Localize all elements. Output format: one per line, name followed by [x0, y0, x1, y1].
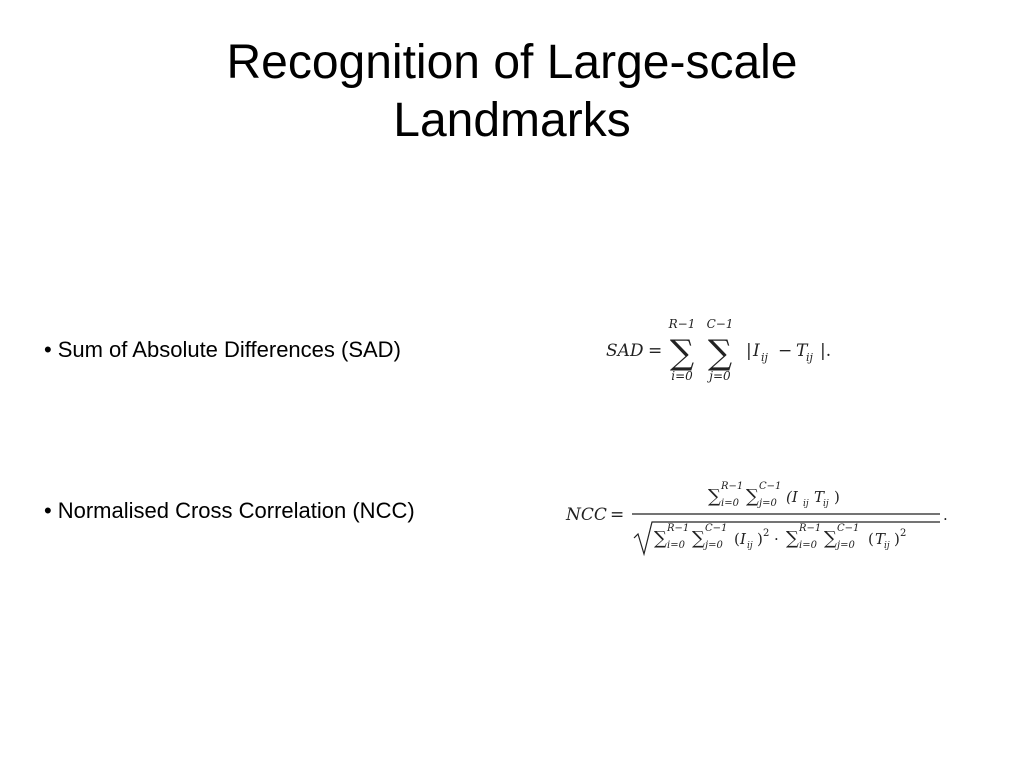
den-T-sub: ij: [884, 541, 890, 551]
den-lower-i-2: i=0: [799, 540, 818, 551]
num-I-sub: ij: [803, 499, 809, 509]
abs-close: |.: [820, 341, 831, 361]
title-line-1: Recognition of Large-scale: [226, 36, 798, 89]
num-upper-C: C−1: [759, 481, 781, 492]
sad-I: I: [752, 341, 760, 361]
bullet-marker: •: [44, 337, 52, 362]
num-close: ): [834, 488, 840, 506]
den-sq-2: 2: [900, 528, 906, 539]
num-T: T: [814, 488, 825, 506]
den-lower-i-1: i=0: [667, 540, 686, 551]
num-lower-i: i=0: [721, 498, 740, 509]
abs-open: |: [746, 341, 752, 361]
bullet-marker: •: [44, 498, 52, 523]
num-T-sub: ij: [823, 499, 829, 509]
bullet-ncc: •Normalised Cross Correlation (NCC): [44, 498, 415, 524]
num-I: (I: [786, 488, 799, 506]
sum-j-sigma: ∑: [708, 333, 732, 373]
den-open-1: (: [734, 530, 740, 548]
sum-j-lower: j=0: [706, 369, 731, 383]
title-line-2: Landmarks: [393, 94, 631, 147]
den-sigma-j-2: ∑: [824, 528, 837, 549]
bullet-text: Normalised Cross Correlation (NCC): [57, 498, 415, 523]
den-upper-R-1: R−1: [666, 523, 689, 534]
den-I: I: [739, 530, 747, 548]
den-sq-1: 2: [763, 528, 769, 539]
den-sigma-j-1: ∑: [692, 528, 705, 549]
den-sigma-i-1: ∑: [654, 528, 667, 549]
den-upper-C-2: C−1: [837, 523, 859, 534]
ncc-lhs: NCC: [565, 505, 607, 525]
den-upper-R-2: R−1: [798, 523, 821, 534]
sad-T-sub: ij: [806, 351, 814, 364]
den-I-sub: ij: [747, 541, 753, 551]
ncc-denominator: ∑ R−1 i=0 ∑ C−1 j=0 ( I ij ) 2 · ∑ R−1 i…: [633, 521, 940, 557]
bullet-sad: •Sum of Absolute Differences (SAD): [44, 337, 401, 363]
sum-i-lower: i=0: [671, 369, 693, 383]
sqrt-radical: [633, 521, 940, 557]
den-open-2: (: [868, 530, 874, 548]
den-sigma-i-2: ∑: [786, 528, 799, 549]
num-lower-j: j=0: [757, 498, 777, 509]
sad-minus: −: [778, 341, 792, 361]
den-lower-j-2: j=0: [835, 540, 855, 551]
sad-lhs: SAD: [606, 341, 644, 361]
num-upper-R: R−1: [720, 481, 743, 492]
sum-i-upper: R−1: [668, 317, 696, 331]
bullet-text: Sum of Absolute Differences (SAD): [57, 337, 401, 362]
slide-title: Recognition of Large-scale Landmarks: [80, 34, 944, 150]
ncc-equals: =: [610, 505, 624, 525]
num-sigma-j: ∑: [746, 486, 759, 507]
sad-formula: SAD = R−1 ∑ i=0 C−1 ∑ j=0 | I ij − T ij …: [606, 317, 831, 383]
den-lower-j-1: j=0: [703, 540, 723, 551]
sum-i-sigma: ∑: [670, 333, 694, 373]
ncc-numerator: ∑ R−1 i=0 ∑ C−1 j=0 (I ij T ij ): [708, 481, 840, 509]
den-T: T: [875, 530, 886, 548]
den-close-2: ): [894, 530, 900, 548]
sad-equals: =: [648, 341, 662, 361]
den-upper-C-1: C−1: [705, 523, 727, 534]
sad-I-sub: ij: [761, 351, 769, 364]
ncc-formula: NCC = ∑ R−1 i=0 ∑ C−1 j=0 (I ij T ij ) ∑…: [565, 481, 948, 557]
num-sigma-i: ∑: [708, 486, 721, 507]
den-close-1: ): [757, 530, 763, 548]
sum-j-upper: C−1: [707, 317, 734, 331]
ncc-period: .: [943, 506, 948, 524]
den-dot: ·: [774, 530, 779, 548]
sad-T: T: [796, 341, 809, 361]
